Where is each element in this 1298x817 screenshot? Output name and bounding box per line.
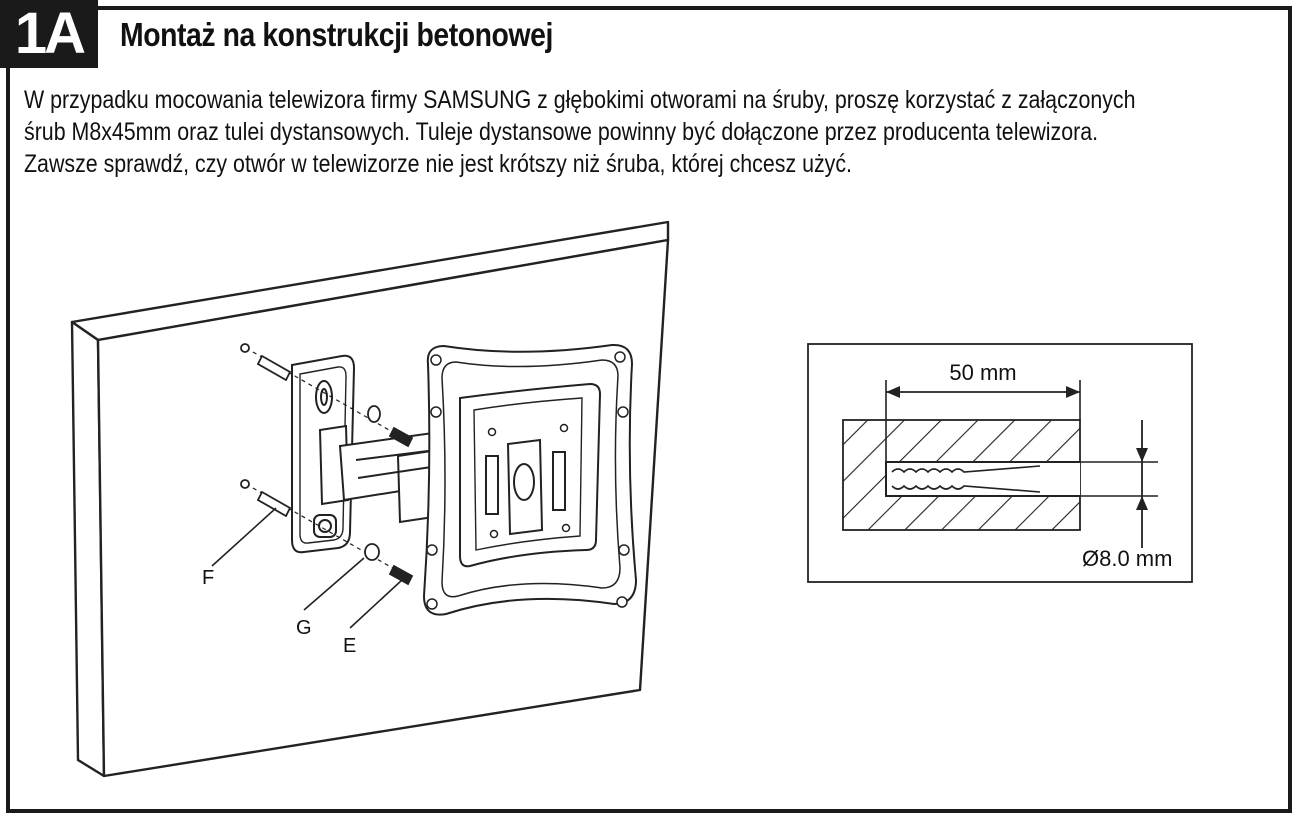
wall-anchor-top: [240, 343, 414, 448]
diameter-label: Ø8.0 mm: [1082, 546, 1172, 571]
leader-lines: [211, 507, 403, 629]
instruction-line: Zawsze sprawdź, czy otwór w telewizorze …: [24, 150, 852, 178]
instruction-line: śrub M8x45mm oraz tulei dystansowych. Tu…: [24, 118, 1099, 146]
hole-diagram-box: [807, 343, 1193, 583]
label-e: E: [343, 635, 356, 657]
vesa-plate: [422, 343, 638, 616]
instruction-line: W przypadku mocowania telewizora firmy S…: [24, 86, 1136, 114]
page-title: Montaż na konstrukcji betonowej: [120, 16, 553, 53]
depth-label: 50 mm: [949, 360, 1016, 385]
wall-anchor-bottom: [240, 479, 414, 586]
page-frame: [6, 6, 1292, 813]
label-g: G: [296, 617, 312, 639]
vesa-holes: [426, 351, 630, 610]
label-f: F: [202, 567, 214, 589]
step-badge: 1A: [0, 0, 98, 68]
instruction-text: W przypadku mocowania telewizora firmy S…: [24, 84, 1272, 180]
swivel-arm: [318, 424, 446, 524]
